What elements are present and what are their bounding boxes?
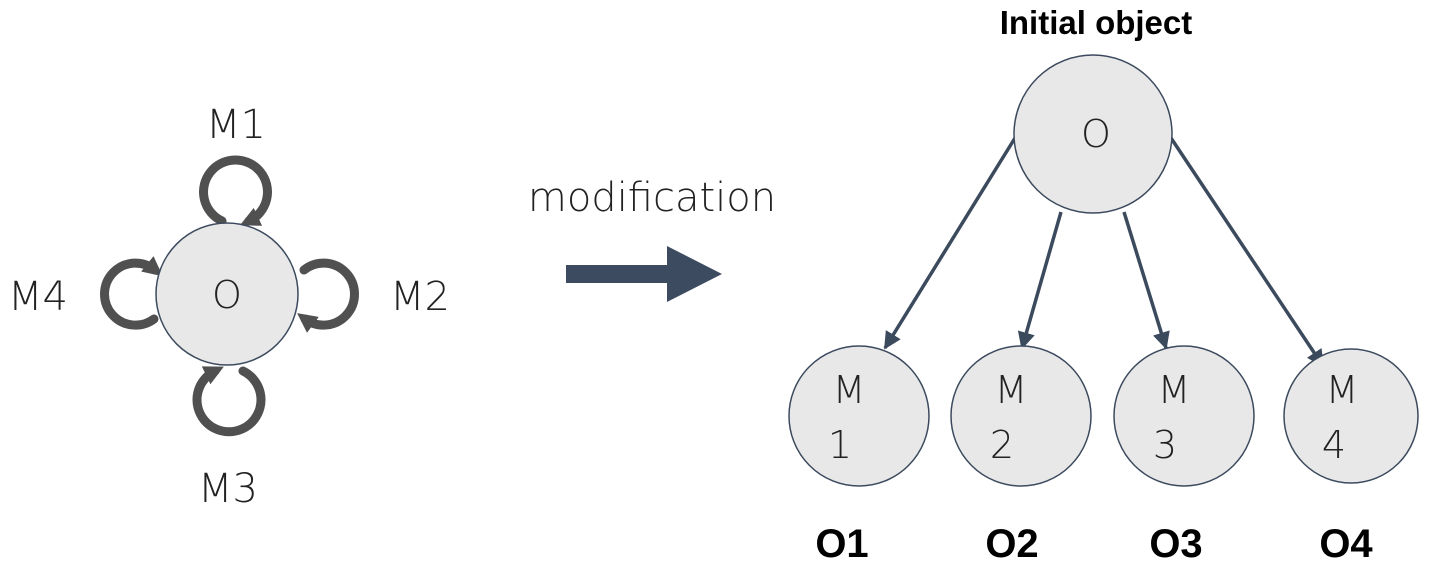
child-node-o2-line1: M <box>995 368 1028 412</box>
edge-to-o2 <box>1017 211 1063 350</box>
initial-object-title: Initial object <box>1000 4 1193 41</box>
child-node-o2-line2: 2 <box>990 423 1014 467</box>
loop-m1-icon <box>199 155 272 226</box>
child-caption-o3: O3 <box>1149 522 1202 566</box>
root-object-label: O <box>1081 112 1111 156</box>
child-node-o3: M 3 O3 <box>1113 345 1255 566</box>
child-caption-o1: O1 <box>815 522 868 566</box>
modification-arrow-icon <box>566 246 722 302</box>
left-object-label: O <box>212 273 242 317</box>
child-node-o4-line1: M <box>1326 368 1359 412</box>
right-panel: Initial object O M 1 O1 M 2 O2 M 3 O3 <box>788 4 1419 566</box>
child-node-o1-line2: 1 <box>828 423 852 467</box>
child-node-o3-line2: 3 <box>1153 423 1177 467</box>
child-node-o4: M 4 O4 <box>1283 348 1419 566</box>
modification-label: modification <box>528 175 776 221</box>
child-node-o1-line1: M <box>833 368 866 412</box>
loop-m4-icon <box>100 256 163 330</box>
child-node-o1: M 1 O1 <box>788 345 930 566</box>
loop-m3-icon <box>192 366 266 437</box>
loop-m3-label: M3 <box>198 466 258 512</box>
edge-to-o4 <box>1169 137 1325 368</box>
loop-m2-icon <box>297 258 359 333</box>
loop-m2-label: M2 <box>390 274 450 320</box>
child-node-o4-circle <box>1283 348 1419 484</box>
child-node-o3-circle <box>1113 345 1255 487</box>
root-object-node <box>1013 54 1173 214</box>
child-caption-o2: O2 <box>985 522 1038 566</box>
child-caption-o4: O4 <box>1319 522 1373 566</box>
edge-to-o3 <box>1122 211 1170 350</box>
left-panel: O M1 M2 M3 M4 <box>8 102 450 512</box>
child-node-o2: M 2 O2 <box>950 345 1092 566</box>
loop-m4-label: M4 <box>8 274 68 320</box>
edge-to-o1 <box>883 137 1017 350</box>
loop-m1-label: M1 <box>206 102 266 148</box>
child-node-o1-circle <box>788 345 930 487</box>
child-node-o3-line1: M <box>1158 368 1191 412</box>
left-object-node <box>155 222 299 366</box>
child-node-o2-circle <box>950 345 1092 487</box>
transition: modification <box>528 175 776 302</box>
child-node-o4-line2: 4 <box>1322 423 1346 467</box>
